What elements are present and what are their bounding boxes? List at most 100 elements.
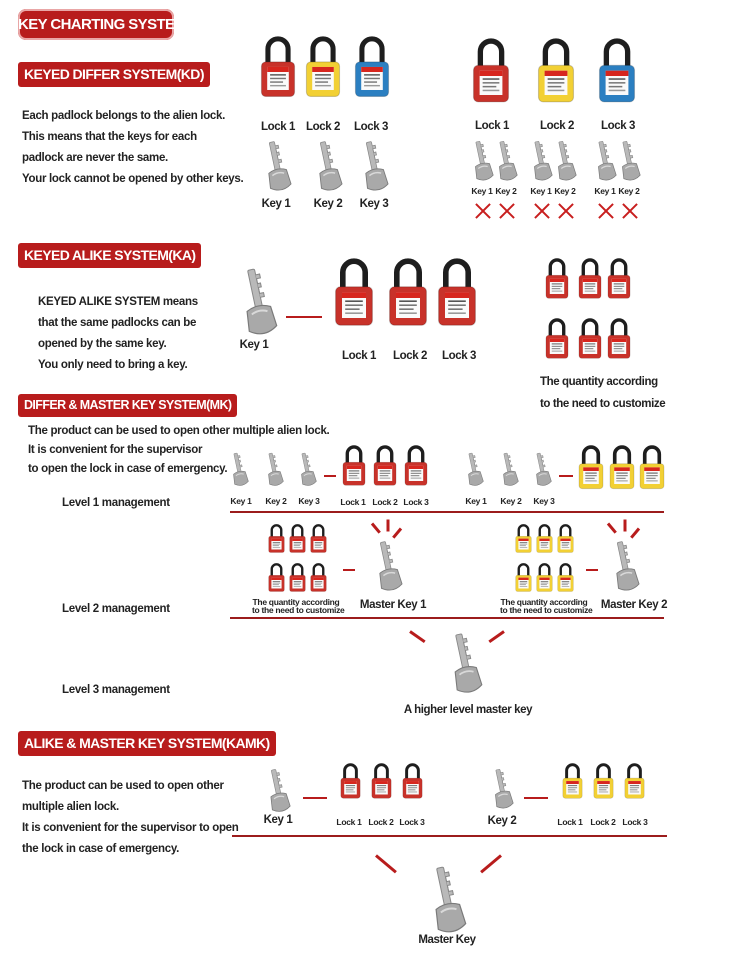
mk-quantity-1: The quantity according [252, 597, 340, 607]
cross-icon [622, 203, 638, 219]
kamk-text-4: the lock in case of emergency. [22, 843, 179, 855]
cross-icon [499, 203, 515, 219]
ka-key-label: Key 1 [239, 339, 269, 351]
mk-lock-label-3: Lock 3 [403, 497, 429, 507]
kd-key-label-2: Key 2 [313, 198, 343, 210]
kd-pair-key-label: Key 1 [471, 186, 493, 196]
padlock-icon [562, 763, 583, 799]
kamk-key-label-2: Key 2 [487, 815, 517, 827]
padlock-icon [515, 524, 532, 553]
kamk-heading: ALIKE & MASTER KEY SYSTEM(KAMK) [18, 731, 276, 756]
connector [586, 569, 598, 571]
kd-text-3: padlock are never the same. [22, 152, 168, 164]
key-icon [495, 769, 514, 809]
padlock-icon [373, 445, 397, 486]
connector [524, 797, 548, 799]
key-icon [598, 141, 617, 181]
key-icon [379, 541, 403, 591]
key-icon [468, 452, 484, 486]
padlock-icon [404, 445, 428, 486]
padlock-icon [472, 38, 510, 103]
kd-lock-label-1: Lock 1 [260, 121, 296, 133]
mk-quantity-2: to the need to customize [252, 605, 345, 615]
kd-lock-label-3: Lock 3 [353, 121, 389, 133]
mk-key-label-2b: Key 2 [500, 496, 522, 506]
mk-text-3: to open the lock in case of emergency. [28, 463, 228, 475]
mk-lock-label-2: Lock 2 [372, 497, 398, 507]
page-title: KEY CHARTING SYSTEM [18, 9, 187, 40]
key-icon [536, 452, 552, 486]
padlock-icon [340, 763, 361, 799]
highlight-ray [375, 854, 397, 874]
padlock-icon [598, 38, 636, 103]
padlock-icon [607, 258, 631, 299]
ka-lock-label-3: Lock 3 [441, 350, 477, 362]
key-icon [499, 141, 518, 181]
mk-key-label-2: Key 2 [265, 496, 287, 506]
ka-text-1: KEYED ALIKE SYSTEM means [38, 296, 198, 308]
ka-text-4: You only need to bring a key. [38, 359, 188, 371]
padlock-icon [402, 763, 423, 799]
padlock-icon [310, 563, 327, 592]
kamk-lock-label-2: Lock 2 [368, 817, 394, 827]
padlock-icon [268, 524, 285, 553]
key-icon [534, 141, 553, 181]
padlock-icon [342, 445, 366, 486]
padlock-icon [593, 763, 614, 799]
connector [343, 569, 355, 571]
padlock-icon [289, 563, 306, 592]
level-2-label: Level 2 management [62, 603, 170, 615]
kd-right-lock-label-2: Lock 2 [539, 120, 575, 132]
kd-heading: KEYED DIFFER SYSTEM(KD) [18, 62, 210, 87]
cross-icon [598, 203, 614, 219]
mk-key-label-3b: Key 3 [533, 496, 555, 506]
connector [303, 797, 327, 799]
mk-lock-label-1: Lock 1 [340, 497, 366, 507]
level-divider [230, 511, 664, 513]
ka-lock-label-1: Lock 1 [341, 350, 377, 362]
kamk-lock-label-1b: Lock 1 [557, 817, 583, 827]
mk-key-label-1: Key 1 [230, 496, 252, 506]
kd-right-lock-label-1: Lock 1 [474, 120, 510, 132]
padlock-icon [639, 445, 665, 490]
mk-heading: DIFFER & MASTER KEY SYSTEM(MK) [18, 394, 238, 417]
key-icon [622, 141, 641, 181]
padlock-icon [515, 563, 532, 592]
padlock-icon [438, 258, 476, 326]
padlock-icon [537, 38, 575, 103]
mk-key-label-3: Key 3 [298, 496, 320, 506]
padlock-icon [545, 258, 569, 299]
padlock-icon [371, 763, 392, 799]
kamk-key-label-1: Key 1 [263, 814, 293, 826]
highlight-ray [370, 522, 381, 534]
kamk-lock-label-1: Lock 1 [336, 817, 362, 827]
kd-pair-key-label: Key 2 [554, 186, 576, 196]
key-icon [268, 452, 284, 486]
kd-key-label-3: Key 3 [359, 198, 389, 210]
ka-text-2: that the same padlocks can be [38, 317, 197, 329]
kamk-lock-label-2b: Lock 2 [590, 817, 616, 827]
highlight-ray [480, 854, 502, 874]
padlock-icon [624, 763, 645, 799]
kamk-text-3: It is convenient for the supervisor to o… [22, 822, 239, 834]
padlock-icon [389, 258, 427, 326]
mk-key-label-1b: Key 1 [465, 496, 487, 506]
kd-text-1: Each padlock belongs to the alien lock. [22, 110, 226, 122]
padlock-icon [557, 524, 574, 553]
padlock-icon [305, 36, 341, 98]
cross-icon [475, 203, 491, 219]
padlock-icon [578, 318, 602, 359]
padlock-icon [260, 36, 296, 98]
level-divider [232, 835, 667, 837]
highlight-ray [606, 522, 617, 534]
padlock-icon [578, 445, 604, 490]
kamk-lock-label-3b: Lock 3 [622, 817, 648, 827]
level-3-label: Level 3 management [62, 684, 170, 696]
kamk-text-1: The product can be used to open other [22, 780, 224, 792]
highlight-ray [409, 630, 426, 644]
key-icon [270, 769, 291, 812]
higher-master-key-label: A higher level master key [403, 704, 533, 716]
level-divider [230, 617, 664, 619]
kd-lock-label-2: Lock 2 [305, 121, 341, 133]
cross-icon [558, 203, 574, 219]
